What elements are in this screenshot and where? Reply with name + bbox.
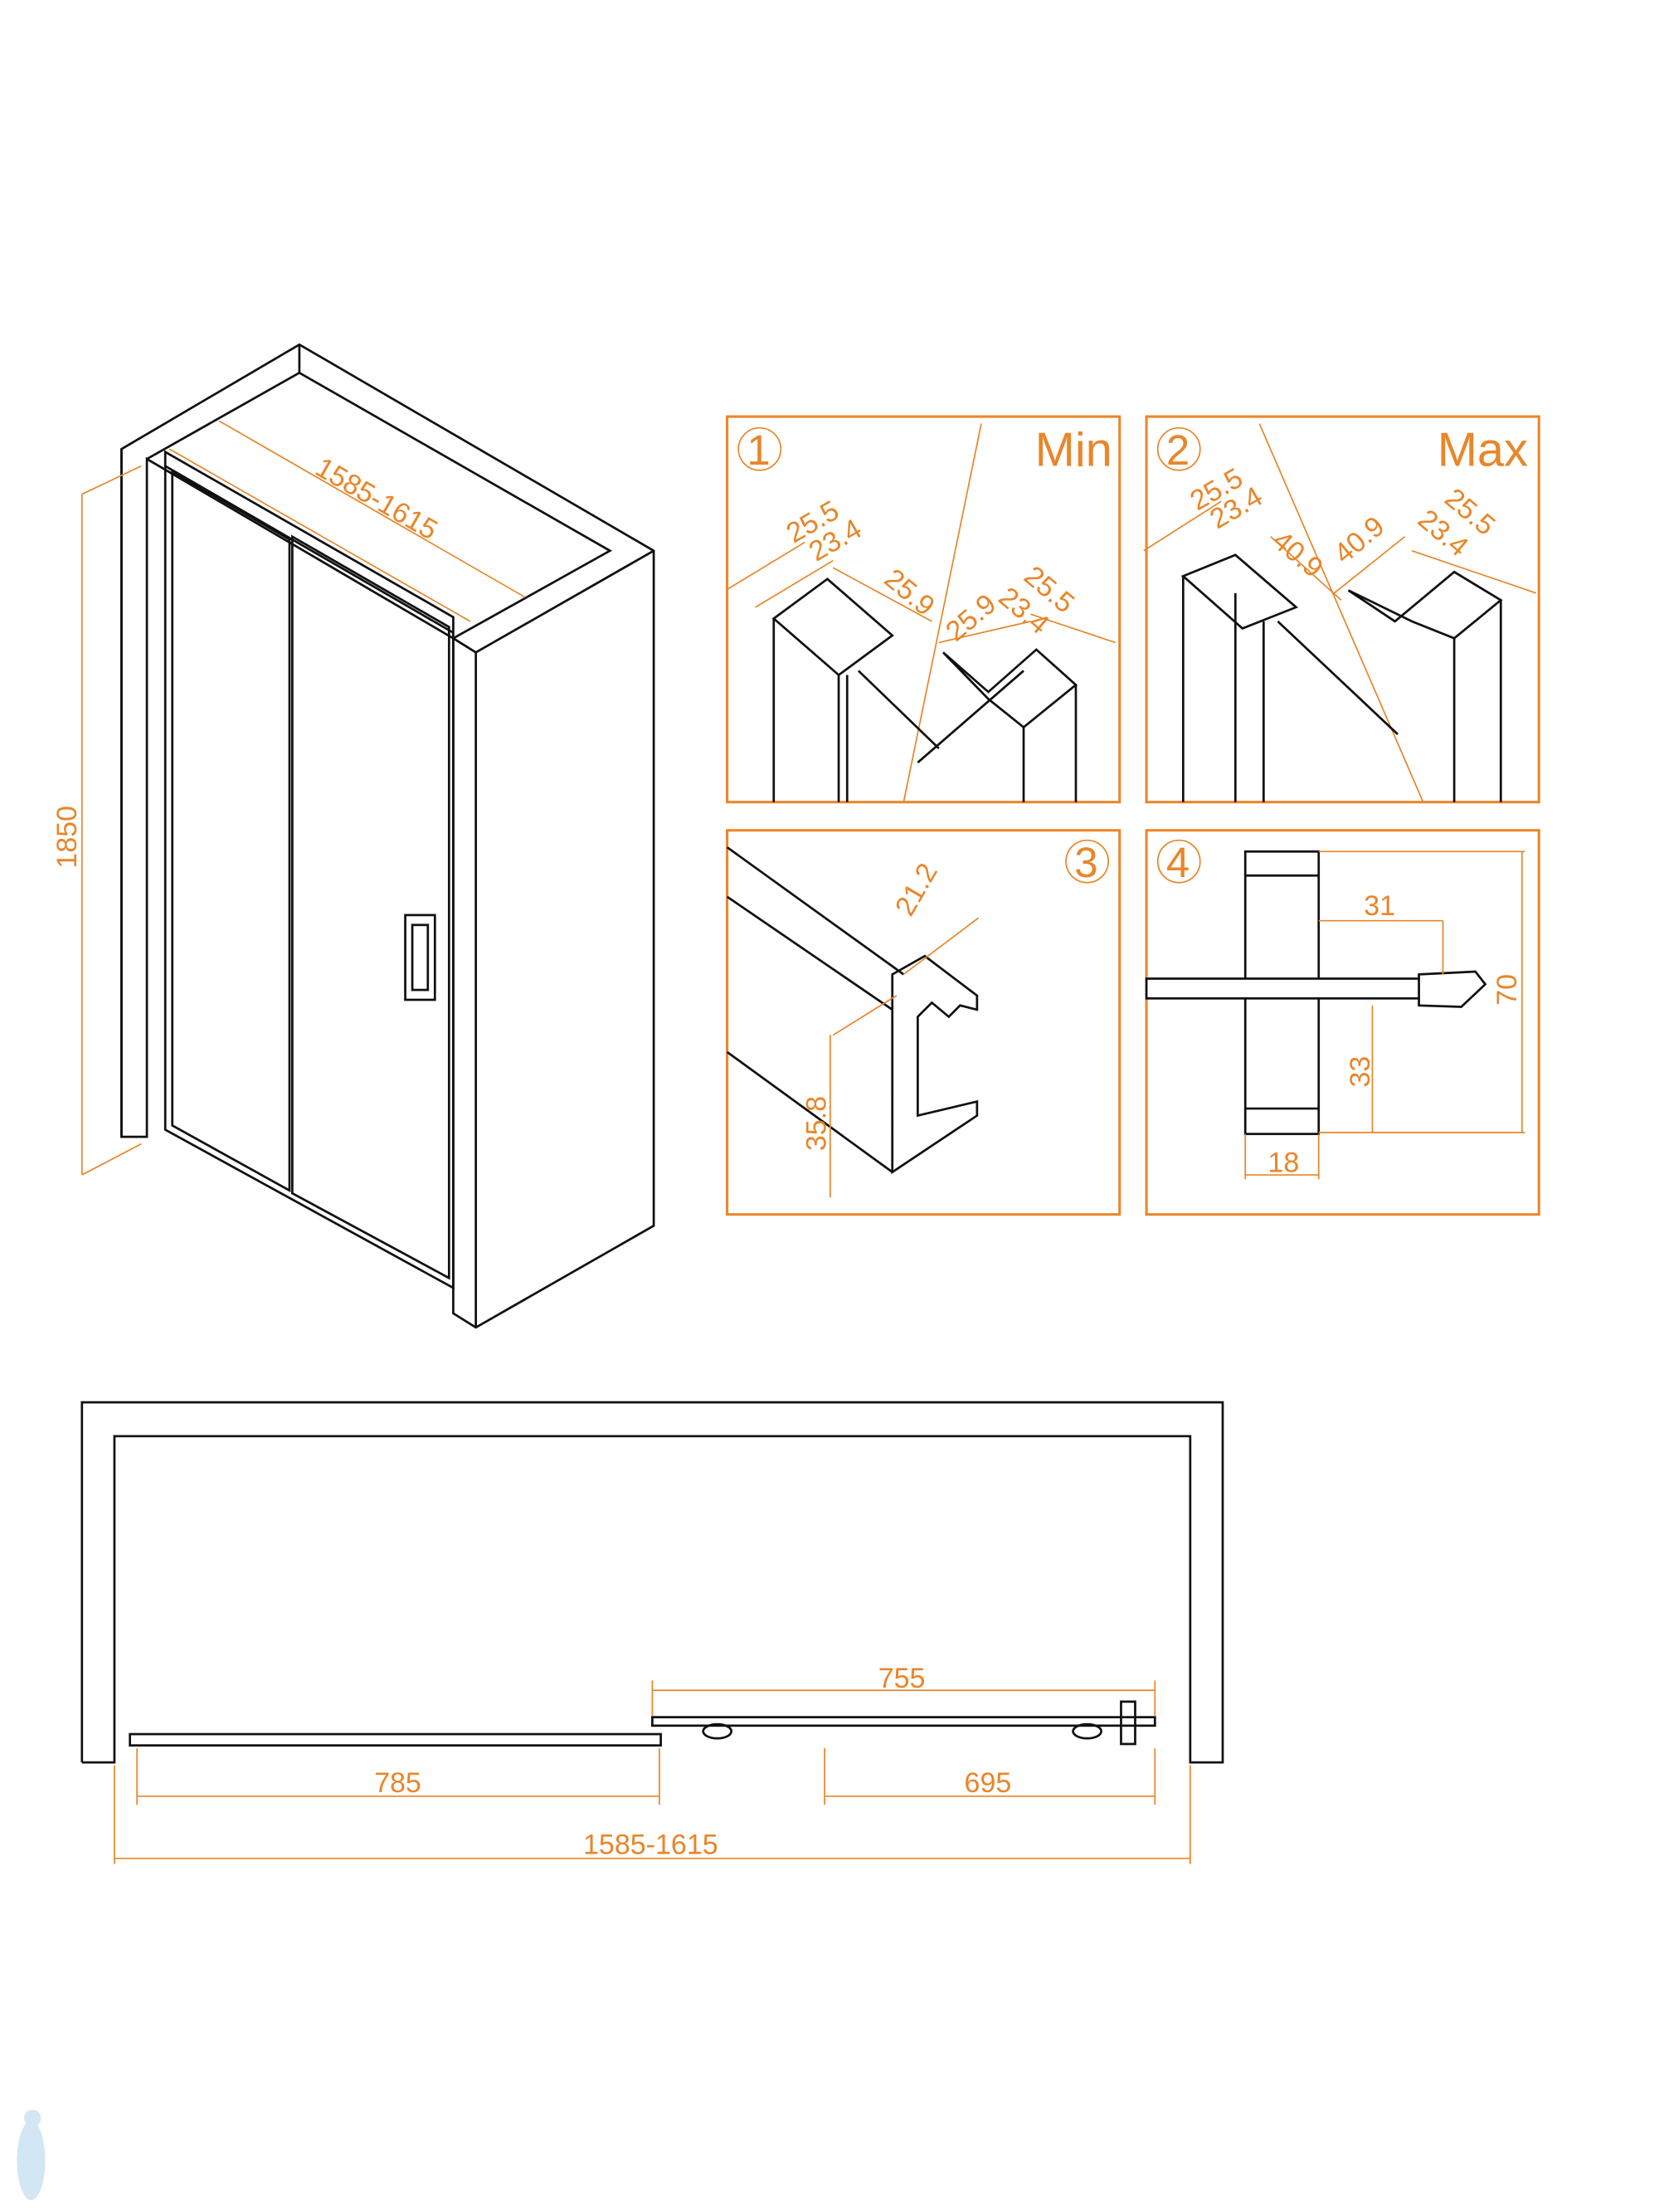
dimension-label: 18 xyxy=(1267,1147,1299,1179)
dimension-label: 21.2 xyxy=(889,858,944,921)
dimension-label: 40.9 xyxy=(1328,510,1390,570)
dimension-label: 35.8 xyxy=(801,1096,833,1151)
panel-number: 1 xyxy=(747,426,770,474)
dimension-label: 1585-1615 xyxy=(583,1830,718,1861)
watermark-logo xyxy=(17,2109,46,2200)
panel-label: Max xyxy=(1438,424,1528,477)
panel-number: 2 xyxy=(1166,426,1190,474)
panel-number: 3 xyxy=(1074,839,1097,886)
detail-panel-4: 4 31 70 33 18 xyxy=(1145,829,1540,1216)
plan-view: 755 785 695 1585-1615 xyxy=(80,1401,1224,1864)
panel-label: Min xyxy=(1035,424,1112,477)
detail-panel-3: 3 21.2 35.8 xyxy=(726,829,1121,1216)
height-dimension: 1850 xyxy=(51,806,83,869)
dimension-label: 695 xyxy=(965,1767,1012,1799)
dimension-label: 70 xyxy=(1491,974,1523,1006)
dimension-label: 33 xyxy=(1345,1056,1376,1088)
dimension-label: 31 xyxy=(1364,890,1395,922)
detail-panel-2-max: 2 Max 25.5 23.4 40.9 40.9 23.4 25.5 xyxy=(1143,415,1540,804)
dimension-label: 40.9 xyxy=(1267,524,1329,584)
panel-number: 4 xyxy=(1166,839,1190,886)
dimension-label: 25.9 xyxy=(878,563,941,622)
dimension-label: 755 xyxy=(878,1663,926,1694)
dimension-label: 785 xyxy=(374,1767,421,1799)
dimension-label: 25.9 xyxy=(940,588,1002,648)
detail-panel-1-min: 1 Min 25.5 23.4 25.9 25.9 23.4 25.5 xyxy=(725,415,1121,804)
shower-3d-view: 1585-1615 1850 xyxy=(51,343,655,1329)
